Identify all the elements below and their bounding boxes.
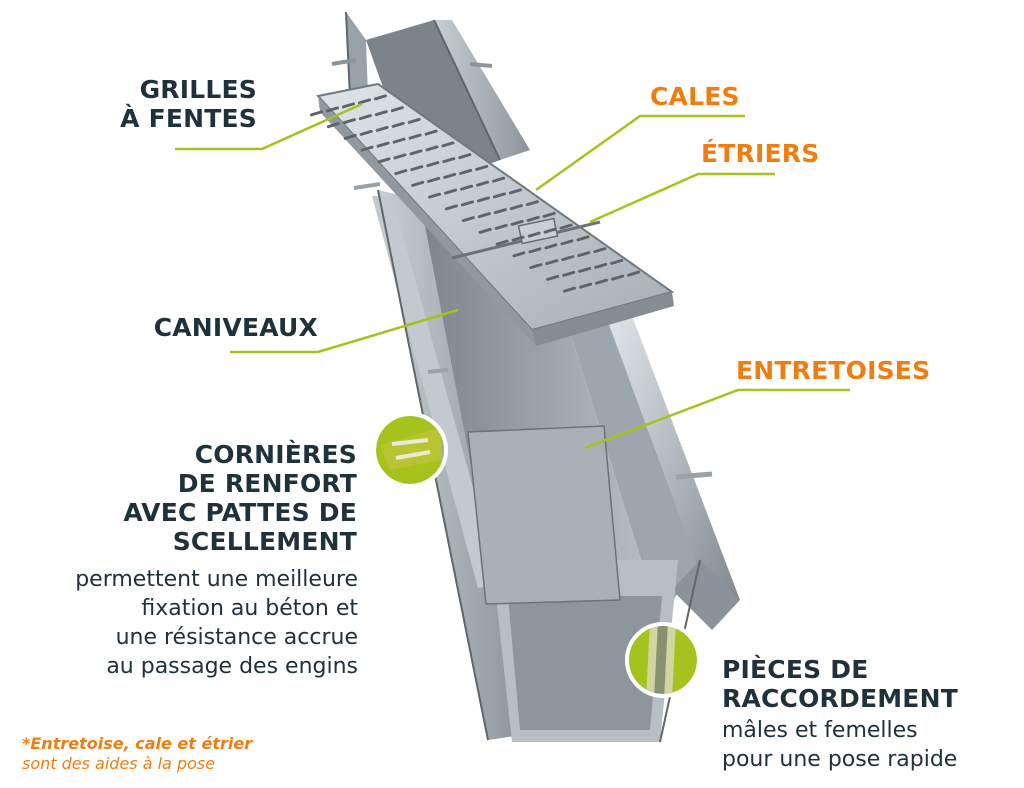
callout-lines bbox=[175, 102, 850, 450]
label-grilles-line2: À FENTES bbox=[120, 104, 257, 133]
label-cornieres: CORNIÈRES DE RENFORT AVEC PATTES DE SCEL… bbox=[60, 440, 357, 556]
desc-pieces: mâles et femelles pour une pose rapide bbox=[722, 716, 957, 774]
label-cornieres-line3: AVEC PATTES DE bbox=[123, 498, 357, 527]
footnote: *Entretoise, cale et étrier sont des aid… bbox=[22, 734, 252, 774]
detail-circle-raccordement bbox=[625, 622, 701, 698]
label-cornieres-line4: SCELLEMENT bbox=[172, 527, 357, 556]
label-cales: CALES bbox=[650, 82, 740, 111]
label-pieces: PIÈCES DE RACCORDEMENT bbox=[722, 655, 958, 713]
desc-cornieres-line2: fixation au béton et bbox=[141, 596, 358, 621]
callout-line-cales bbox=[535, 114, 745, 192]
desc-cornieres-line3: une résistance accrue bbox=[115, 625, 358, 650]
callout-line-entretoises bbox=[584, 388, 850, 450]
desc-pieces-line1: mâles et femelles bbox=[722, 718, 918, 743]
main-channel bbox=[353, 182, 740, 743]
desc-cornieres-line4: au passage des engins bbox=[106, 654, 358, 679]
label-cornieres-line2: DE RENFORT bbox=[177, 469, 357, 498]
label-entretoises: ENTRETOISES bbox=[736, 356, 931, 385]
footnote-line1: *Entretoise, cale et étrier bbox=[22, 734, 253, 753]
desc-cornieres-line1: permettent une meilleure bbox=[75, 567, 358, 592]
desc-cornieres: permettent une meilleure fixation au bét… bbox=[10, 565, 358, 681]
label-grilles: GRILLES À FENTES bbox=[100, 75, 257, 133]
label-pieces-line1: PIÈCES DE bbox=[722, 655, 869, 684]
detail-circle-corniere bbox=[372, 412, 448, 488]
label-grilles-line1: GRILLES bbox=[139, 75, 257, 104]
desc-pieces-line2: pour une pose rapide bbox=[722, 747, 958, 772]
label-etriers: ÉTRIERS bbox=[701, 139, 820, 168]
callout-line-etriers bbox=[589, 172, 775, 224]
footnote-line2: sont des aides à la pose bbox=[22, 754, 216, 773]
callout-line-grilles bbox=[175, 102, 363, 151]
slotted-grate bbox=[309, 82, 675, 346]
callout-line-caniveaux bbox=[230, 308, 459, 354]
label-cornieres-line1: CORNIÈRES bbox=[194, 440, 357, 469]
label-pieces-line2: RACCORDEMENT bbox=[722, 684, 958, 713]
label-caniveaux: CANIVEAUX bbox=[153, 313, 318, 342]
